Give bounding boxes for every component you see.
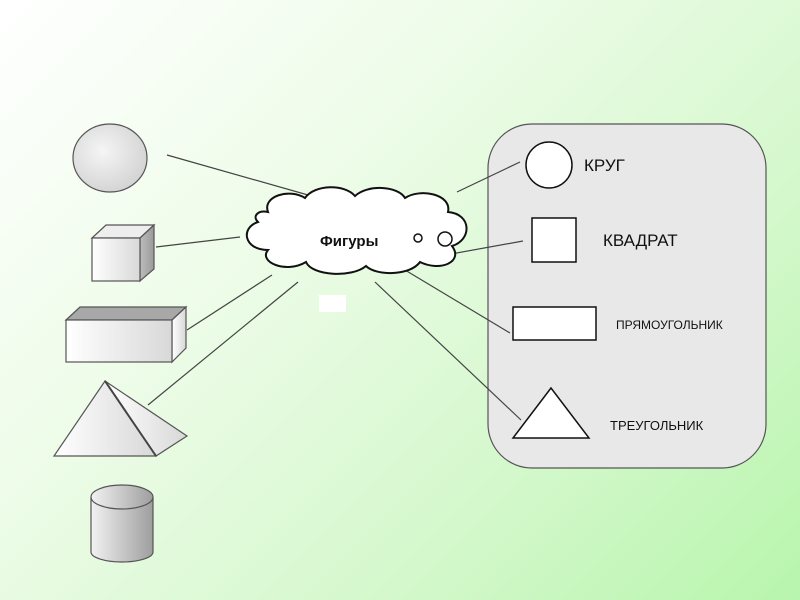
connector-pyramid [147, 281, 299, 406]
square-icon [531, 217, 577, 263]
connectors [147, 154, 524, 421]
thought-bubble-small [413, 233, 423, 243]
category-label-triangle: ТРЕУГОЛЬНИК [610, 418, 704, 433]
circle-icon [525, 141, 573, 189]
cube-icon [90, 223, 156, 283]
category-label-rectangle: ПРЯМОУГОЛЬНИК [616, 318, 723, 332]
center-label: Фигуры [320, 233, 378, 250]
connector-triangle [374, 281, 522, 421]
category-label-square: КВАДРАТ [603, 231, 678, 250]
blank-box [319, 295, 346, 312]
connector-circle [456, 161, 521, 193]
connector-sphere [166, 154, 309, 196]
rectangle-icon [512, 306, 597, 341]
connector-cube [155, 236, 241, 248]
thought-bubble-large [437, 231, 453, 247]
thought-cloud: Фигуры [245, 186, 468, 275]
triangle-icon [511, 386, 591, 439]
category-label-circle: КРУГ [584, 156, 625, 175]
categories-panel [487, 123, 767, 469]
connector-rectangle [404, 269, 511, 334]
cylinder-icon [90, 484, 154, 563]
rectangular-prism-icon [64, 305, 188, 364]
sphere-icon [72, 123, 148, 193]
connector-prism [186, 274, 273, 331]
pyramid-icon [52, 379, 189, 457]
